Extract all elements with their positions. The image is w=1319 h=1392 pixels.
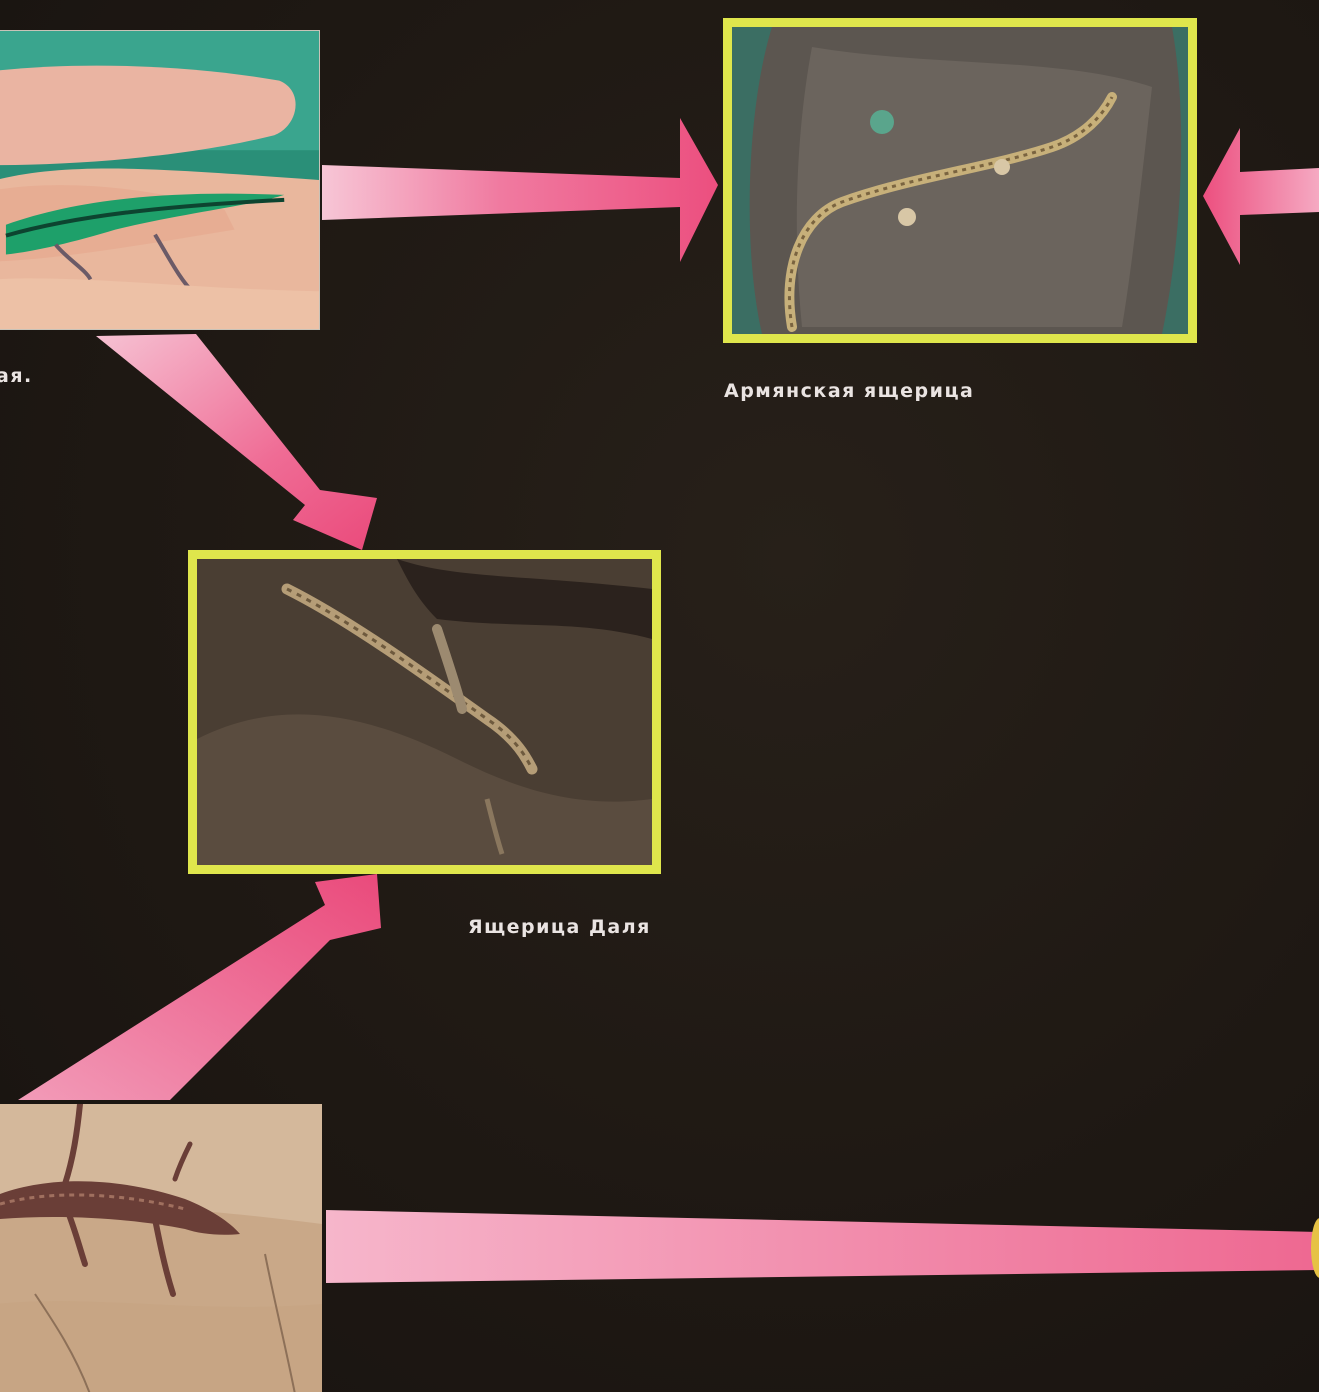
green-lizard-image (0, 31, 319, 329)
photo-armenian-lizard (723, 18, 1197, 343)
arrow-up-to-dahl (18, 874, 381, 1100)
caption-armenian-lizard: Армянская ящерица (724, 380, 974, 402)
brown-lizard-image (0, 1104, 322, 1392)
arrow-to-armenian (322, 118, 718, 262)
photo-dahl-lizard (188, 550, 661, 874)
dahl-lizard-image (197, 559, 652, 865)
arrow-long-right (326, 1210, 1319, 1283)
arrow-to-dahl (96, 334, 377, 550)
photo-brown-lizard-on-sand (0, 1104, 322, 1392)
photo-green-lizard-on-hand (0, 30, 320, 330)
caption-dahl-lizard: Ящерица Даля (468, 916, 651, 938)
caption-left-partial: ая. (0, 365, 33, 387)
armenian-lizard-image (732, 27, 1188, 334)
arrow-from-right (1203, 128, 1319, 265)
